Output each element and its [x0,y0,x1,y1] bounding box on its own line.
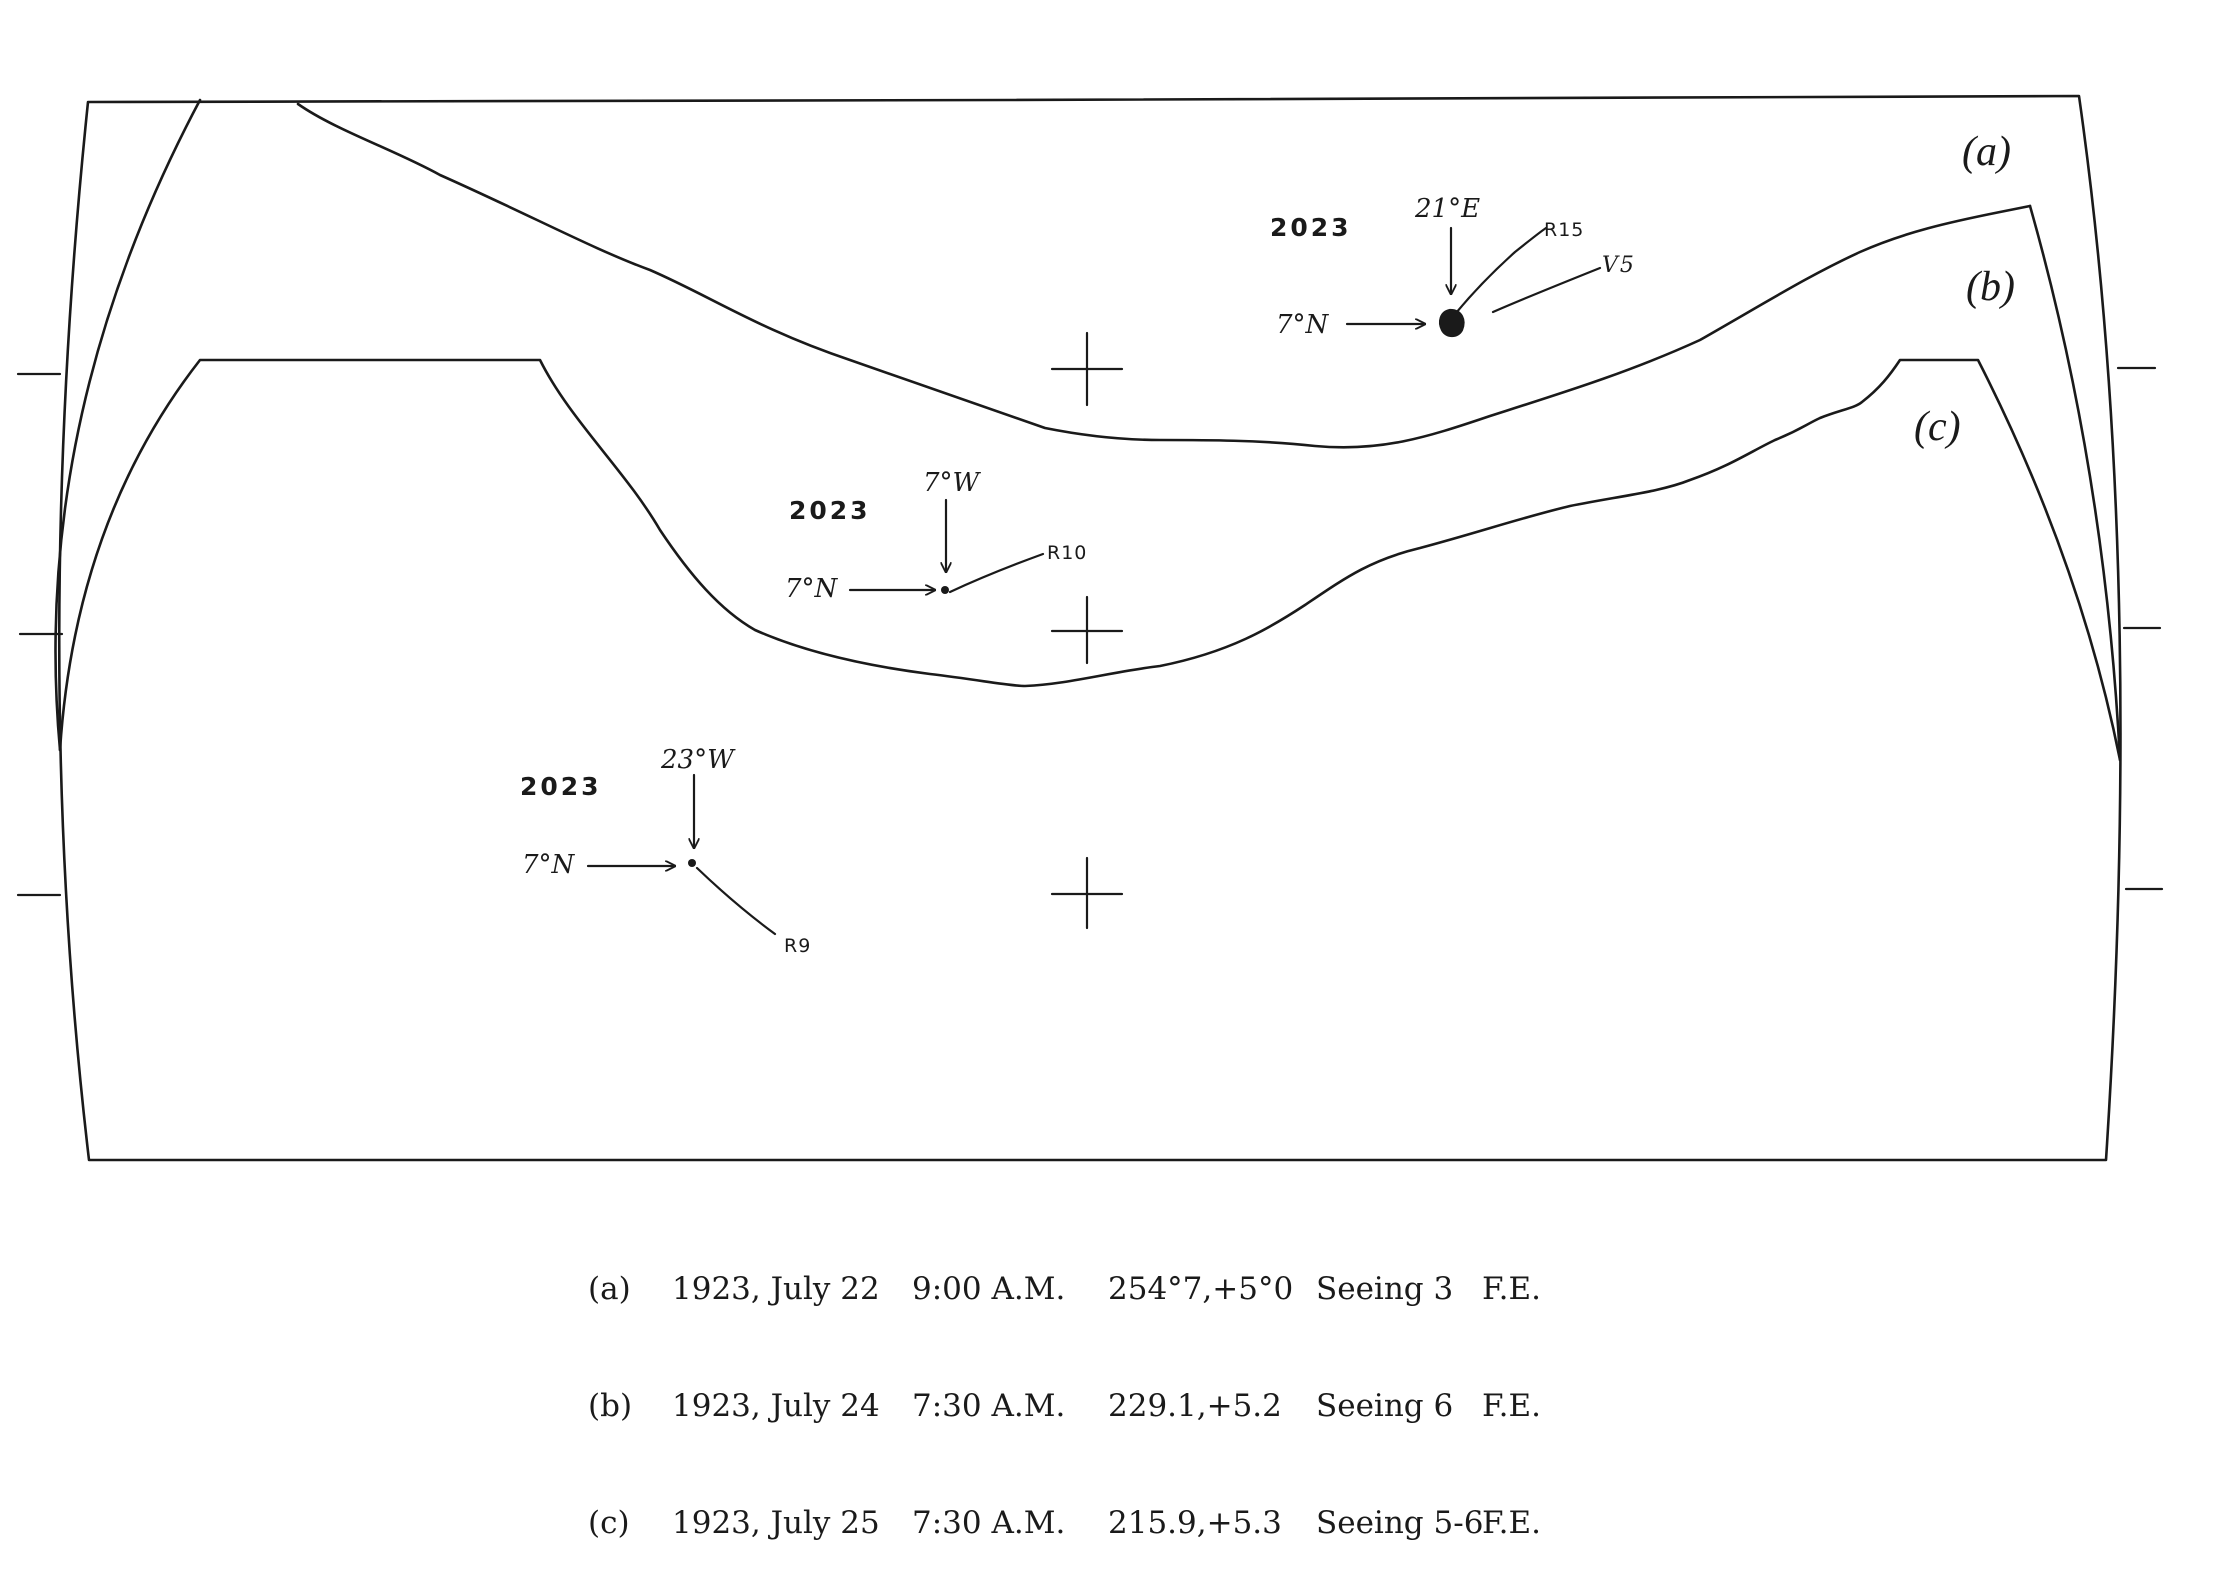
centre-crosses [1050,331,1124,930]
panel-label-c: (c) [1914,404,1961,450]
spot-trail-r10 [948,552,1045,594]
group-number-a: 2023 [1270,213,1352,242]
center-cross-a [1050,331,1124,407]
caption-date: 1923, July 22 [672,1271,880,1307]
caption-line-a: (a) 1923, July 22 9:00 A.M. 254°7,+5°0 Seein… [588,1270,1541,1309]
caption-seeing: Seeing 6 [1316,1388,1454,1424]
caption-time: 7:30 A.M. [912,1505,1066,1541]
spot-label-v5: V5 [1602,253,1636,278]
sunspot-b [941,586,949,594]
side-ticks [16,366,2164,897]
caption-observer: F.E. [1482,1271,1542,1307]
spot-label-r15: R15 [1544,219,1584,241]
spot-trail-r9 [695,866,777,936]
caption-position: 229.1,+5.2 [1108,1388,1282,1424]
longitude-label-c: 23°W [660,745,736,775]
caption-date: 1923, July 24 [672,1388,880,1424]
spot-label-r10: R10 [1047,542,1087,564]
spot-group-c: 2023 23°W 7°N R9 [520,745,811,957]
caption-position: 215.9,+5.3 [1108,1505,1282,1541]
group-number-b: 2023 [789,496,871,525]
caption-date: 1923, July 25 [672,1505,880,1541]
caption-letter: (c) [588,1505,630,1541]
spot-label-r9: R9 [784,935,811,957]
center-cross-c [1050,856,1124,930]
center-cross-b [1050,595,1124,665]
latitude-label-c: 7°N [522,850,576,880]
frame-inner-right-arc [2028,204,2122,762]
spot-trail-v5 [1491,266,1602,314]
panel-label-b: (b) [1966,264,2015,310]
plate-frame [54,94,2122,1162]
caption-line-c: (c) 1923, July 25 7:30 A.M. 215.9,+5.3 Seein… [588,1504,1541,1543]
panel-label-a: (a) [1962,129,2011,175]
frame-inner-left-arc [54,98,202,752]
longitude-label-b: 7°W [923,468,982,498]
caption-position: 254°7,+5°0 [1108,1271,1294,1307]
sunspot-c [688,859,696,867]
spot-trail-r15 [1454,226,1548,315]
caption-line-b: (b) 1923, July 24 7:30 A.M. 229.1,+5.2 Seein… [588,1387,1541,1426]
spot-group-b: 2023 7°W 7°N R10 [785,468,1087,604]
caption-time: 7:30 A.M. [912,1388,1066,1424]
limb-c-upper [58,358,2122,762]
sunspot-drawing-plate: (a) (b) (c) 2023 21°E 7°N R15 V5 2023 7°… [16,94,2164,1162]
latitude-label-a: 7°N [1276,310,1330,340]
caption-letter: (b) [588,1388,633,1424]
caption-observer: F.E. [1482,1388,1542,1424]
caption-letter: (a) [588,1271,631,1307]
frame-outline [57,94,2122,1162]
caption-time: 9:00 A.M. [912,1271,1066,1307]
caption-observer: F.E. [1482,1505,1542,1541]
longitude-label-a: 21°E [1414,194,1480,224]
limb-a [296,102,2032,449]
caption-seeing: Seeing 5-6 [1316,1505,1484,1541]
caption-seeing: Seeing 3 [1316,1271,1454,1307]
sunspot-a [1439,308,1465,338]
latitude-label-b: 7°N [785,574,839,604]
spot-group-a: 2023 21°E 7°N R15 V5 [1270,194,1636,340]
group-number-c: 2023 [520,772,602,801]
